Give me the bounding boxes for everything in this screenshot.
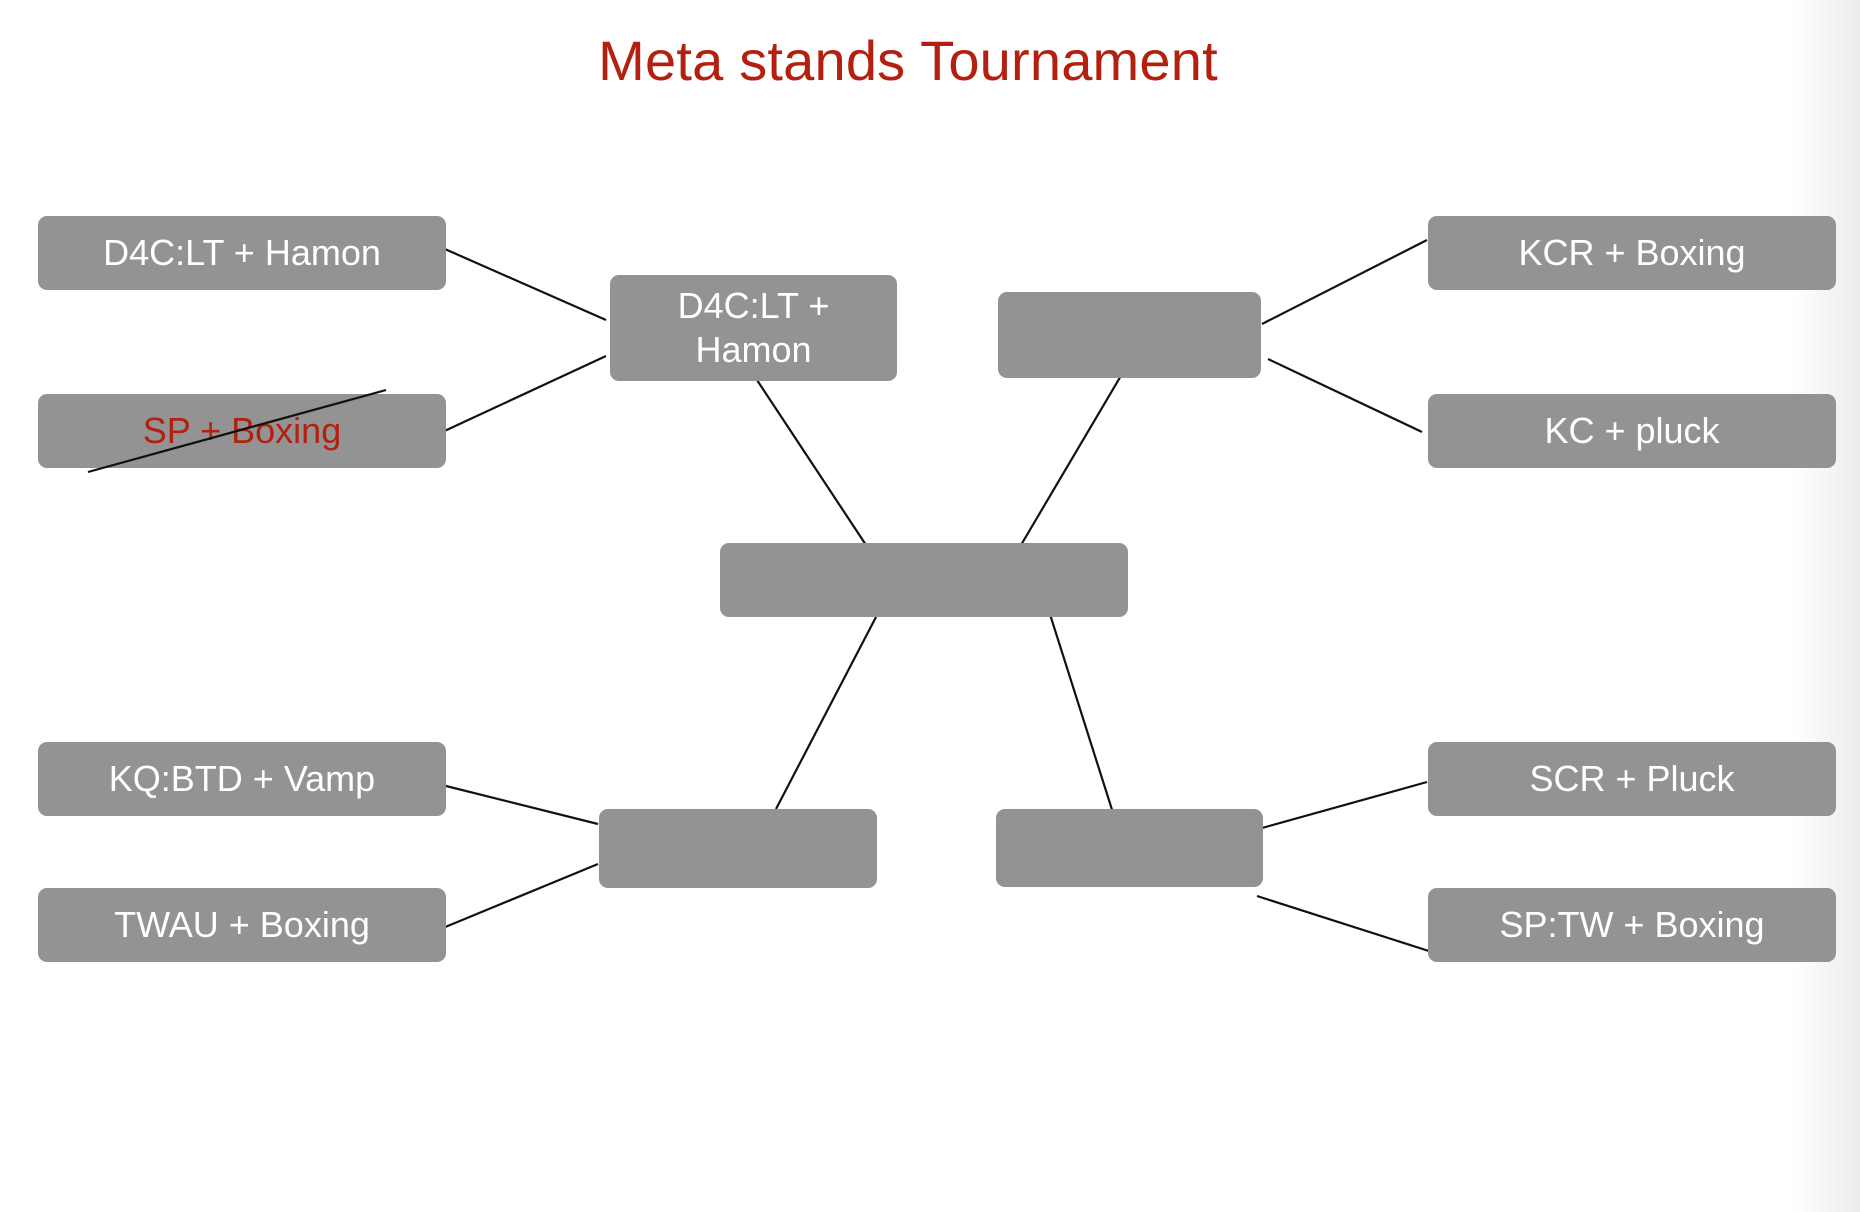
semifinal-label: D4C:LT + Hamon [677,285,830,370]
entry-label: D4C:LT + Hamon [103,232,381,273]
semifinal-top-left: D4C:LT + Hamon [610,275,897,381]
entry-top-right-b: KC + pluck [1428,394,1836,468]
entry-label: SP:TW + Boxing [1499,904,1765,945]
connector-final-to-br [1046,607,1116,817]
connector-bl-a [437,782,599,826]
connector-tl-b [437,355,607,435]
semifinal-bottom-right [996,809,1263,887]
final-box [720,543,1128,617]
entry-bottom-right-a: SCR + Pluck [1428,742,1836,816]
entry-label: SCR + Pluck [1529,758,1735,799]
entry-top-left-a: D4C:LT + Hamon [38,216,446,290]
entry-label: KCR + Boxing [1518,232,1746,273]
connector-tr-to-final [1020,373,1123,546]
connector-bl-b [437,862,599,932]
entry-label: KC + pluck [1544,410,1720,451]
entry-bottom-right-b: SP:TW + Boxing [1428,888,1836,962]
connector-br-b [1256,894,1433,954]
entry-bottom-left-a: KQ:BTD + Vamp [38,742,446,816]
connector-tl-a [437,244,607,322]
connector-tr-a [1261,239,1428,325]
entry-top-left-b: SP + Boxing [38,394,446,468]
entry-top-right-a: KCR + Boxing [1428,216,1836,290]
page-edge-shade [1790,0,1860,1212]
entry-label: KQ:BTD + Vamp [108,758,376,799]
connector-tr-b [1267,358,1423,433]
connector-tl-to-final [754,376,867,546]
connector-br-a [1261,780,1428,830]
entry-label-eliminated: SP + Boxing [142,410,342,451]
semifinal-top-right [998,292,1261,378]
connector-final-to-bl [775,616,877,810]
entry-label: TWAU + Boxing [114,904,370,945]
entry-bottom-left-b: TWAU + Boxing [38,888,446,962]
diagram-title: Meta stands Tournament [598,29,1218,92]
semifinal-bottom-left [599,809,877,888]
